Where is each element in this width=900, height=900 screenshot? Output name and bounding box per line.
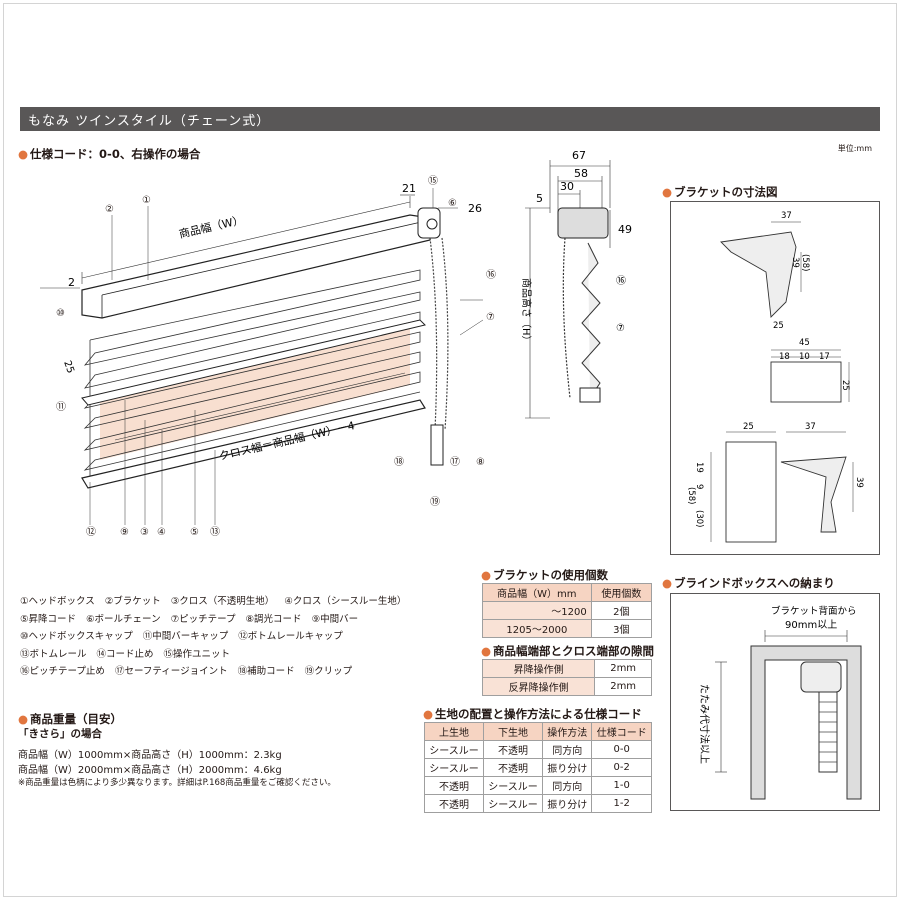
box-fit-label-2: 90mm以上 bbox=[785, 619, 837, 631]
bottom-rail bbox=[81, 399, 426, 489]
callout-13: ⑬ bbox=[210, 526, 220, 538]
callout-2: ② bbox=[105, 204, 114, 215]
bd-mid-17: 17 bbox=[819, 352, 830, 362]
bd-top-58: (58) bbox=[800, 254, 810, 271]
bd-mid-25: 25 bbox=[840, 380, 850, 391]
page-frame bbox=[3, 3, 897, 897]
bd-top-39: 39 bbox=[790, 257, 800, 268]
bd-bot-25: 25 bbox=[743, 422, 754, 432]
ball-chain bbox=[429, 237, 449, 431]
dim-2: 2 bbox=[68, 276, 75, 289]
bd-bot-58: (58) bbox=[686, 487, 696, 504]
bd-bot-39: 39 bbox=[854, 477, 864, 488]
box-fit-heading: ●ブラインドボックスへの納まり bbox=[662, 576, 835, 590]
main-blind-diagram: 商品幅（W） クロス幅＝商品幅（W）－4 21 26 2 25 ② ① ⑮ ⑥ … bbox=[40, 175, 496, 538]
dim-49: 49 bbox=[618, 223, 632, 236]
callout-4: ④ bbox=[157, 527, 166, 538]
callout-7: ⑦ bbox=[486, 312, 495, 323]
bd-mid-18: 18 bbox=[779, 352, 790, 362]
bd-bot-30: (30) bbox=[694, 510, 704, 527]
bd-top-37: 37 bbox=[781, 211, 792, 221]
dim-21: 21 bbox=[402, 182, 416, 195]
side-height-label: 商品高さ（H） bbox=[520, 278, 533, 346]
callout-8: ⑧ bbox=[476, 457, 485, 468]
dim-5: 5 bbox=[536, 192, 543, 205]
box-fit-diagram: ブラケット背面から 90mm以上 たたみ代寸法以上 bbox=[698, 605, 862, 800]
bd-bot-19: 19 bbox=[694, 462, 704, 473]
callout-6: ⑥ bbox=[448, 198, 457, 209]
callout-17: ⑰ bbox=[450, 456, 460, 468]
callout-19: ⑲ bbox=[430, 496, 440, 508]
gap-heading: ●商品幅端部とクロス端部の隙間 bbox=[481, 644, 655, 658]
callout-12: ⑫ bbox=[86, 526, 96, 538]
pleats bbox=[83, 269, 421, 480]
bd-bot-37: 37 bbox=[805, 422, 816, 432]
callout-9: ⑨ bbox=[120, 527, 129, 538]
callout-5: ⑤ bbox=[190, 527, 199, 538]
unit-note: 単位:mm bbox=[837, 144, 872, 153]
bracket-dims-diagram: 37 39 (58) 25 45 18 10 17 25 25 37 19 9 … bbox=[686, 211, 864, 543]
callout-11: ⑪ bbox=[56, 401, 66, 413]
bracket-front bbox=[725, 441, 777, 543]
bd-top-25: 25 bbox=[773, 321, 784, 331]
page-title: もなみ ツインスタイル（チェーン式） bbox=[28, 114, 271, 129]
dim-25: 25 bbox=[61, 359, 76, 375]
weight-line-1: 商品幅（W）1000mm×商品高さ（H）1000mm：2.3kg bbox=[18, 750, 282, 761]
dim-67: 67 bbox=[572, 149, 586, 162]
callout-15: ⑮ bbox=[428, 175, 438, 187]
callout-3: ③ bbox=[140, 527, 149, 538]
bd-bot-9: 9 bbox=[694, 484, 704, 489]
bd-mid-10: 10 bbox=[799, 352, 810, 362]
bracket-top bbox=[720, 231, 797, 318]
box-bracket bbox=[800, 661, 842, 693]
weight-subheading: 「きさら」の場合 bbox=[18, 728, 102, 740]
main-diagram-heading: ●仕様コード：0-0、右操作の場合 bbox=[18, 147, 201, 161]
side-callout-7: ⑦ bbox=[616, 323, 625, 334]
bracket-side bbox=[780, 456, 847, 533]
callout-16: ⑯ bbox=[486, 269, 496, 281]
bc-header-width: 商品幅（W）mm bbox=[482, 583, 592, 602]
callout-18: ⑱ bbox=[394, 456, 404, 468]
box-fit-frame bbox=[670, 593, 880, 811]
dim-30: 30 bbox=[560, 180, 574, 193]
dim-58: 58 bbox=[574, 167, 588, 180]
headbox bbox=[81, 214, 431, 319]
product-width-label: 商品幅（W） bbox=[178, 212, 245, 240]
middle-bar bbox=[81, 319, 426, 406]
weight-note: ※商品重量は色柄により多少異なります。詳細はP.168商品重量をご確認ください。 bbox=[18, 778, 336, 788]
side-callout-16: ⑯ bbox=[616, 275, 626, 287]
box-fit-vertical-label: たたみ代寸法以上 bbox=[698, 684, 711, 764]
callout-1: ① bbox=[142, 195, 151, 206]
callout-10: ⑩ bbox=[56, 308, 65, 319]
side-view-diagram: 67 58 30 5 49 商品高さ（H） ⑯ ⑦ bbox=[520, 149, 632, 419]
side-headbox bbox=[557, 207, 609, 239]
spec-code-heading: ●生地の配置と操作方法による仕様コード bbox=[423, 707, 642, 721]
operating-unit bbox=[417, 207, 441, 239]
weight-heading: ●商品重量（目安） bbox=[18, 712, 123, 726]
title-bar: もなみ ツインスタイル（チェーン式） bbox=[20, 107, 880, 131]
bracket-count-heading: ●ブラケットの使用個数 bbox=[481, 568, 609, 582]
weight-line-2: 商品幅（W）2000mm×商品高さ（H）2000mm：4.6kg bbox=[18, 765, 282, 776]
bracket-mid bbox=[770, 361, 842, 403]
dim-26: 26 bbox=[468, 202, 482, 215]
bc-header-count: 使用個数 bbox=[590, 583, 653, 602]
bracket-dims-heading: ●ブラケットの寸法図 bbox=[662, 185, 778, 199]
blind-box bbox=[750, 645, 862, 800]
bd-mid-45: 45 bbox=[799, 338, 810, 348]
cloth-lower-area bbox=[100, 325, 410, 460]
box-fit-label-1: ブラケット背面から bbox=[771, 605, 857, 617]
